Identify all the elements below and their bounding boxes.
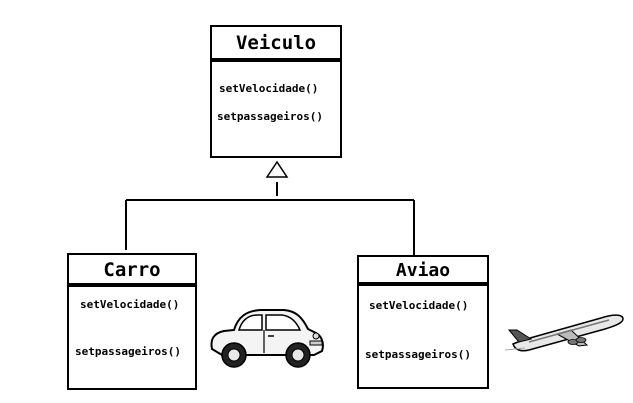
inheritance-arrow-icon: [265, 160, 289, 178]
carro-method-set-passageiros: setpassageiros(): [75, 345, 181, 358]
veiculo-method-set-velocidade: setVelocidade(): [219, 82, 319, 95]
class-aviao: Aviao setVelocidade() setpassageiros(): [357, 255, 489, 389]
class-aviao-name: Aviao: [359, 257, 487, 286]
airplane-illustration: [505, 314, 624, 352]
aviao-method-set-velocidade: setVelocidade(): [369, 299, 469, 312]
class-carro: Carro setVelocidade() setpassageiros(): [67, 253, 197, 390]
aviao-method-set-passageiros: setpassageiros(): [365, 348, 471, 361]
class-carro-name: Carro: [69, 255, 195, 287]
veiculo-method-set-passageiros: setpassageiros(): [217, 110, 323, 123]
class-veiculo-name: Veiculo: [212, 27, 340, 62]
car-illustration: [210, 309, 324, 368]
class-veiculo: Veiculo setVelocidade() setpassageiros(): [210, 25, 342, 158]
carro-method-set-velocidade: setVelocidade(): [80, 298, 180, 311]
